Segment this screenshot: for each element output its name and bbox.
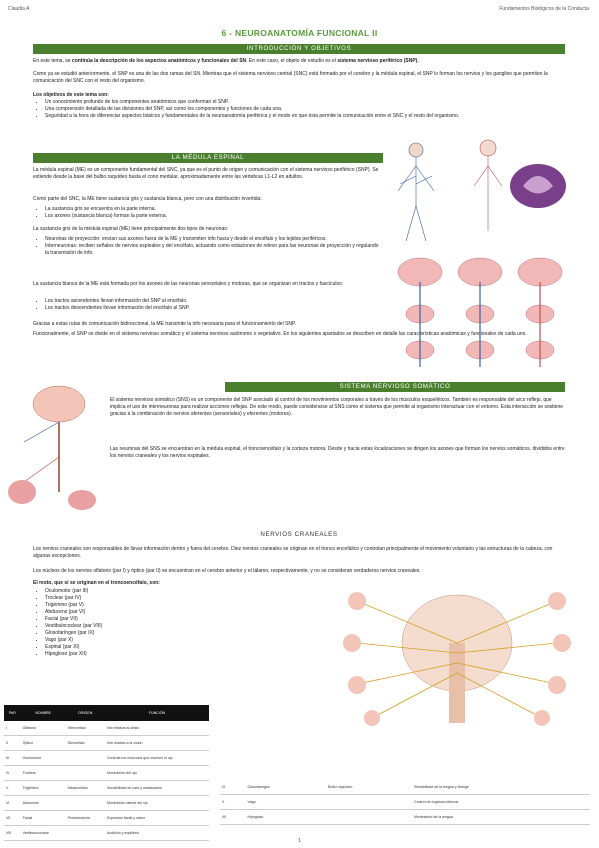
medula-paragraph-2: Como parte del SNC, la ME tiene sustanci… — [33, 196, 262, 202]
medula-paragraph-3: La sustancia gris de la médula espinal (… — [33, 226, 229, 232]
list-item: Facial (par VII) — [45, 616, 233, 623]
column-header: ORIGEN — [65, 705, 105, 721]
intro-paragraph-1: En este tema, se continúa la descripción… — [33, 58, 419, 64]
nervios-paragraph-2: Los núcleos de los nervios olfatorio (pa… — [33, 568, 421, 574]
list-item: Un conocimiento profundo de los componen… — [45, 99, 565, 106]
column-header: FUNCIÓN — [104, 705, 209, 721]
nervous-system-illustration — [388, 136, 568, 246]
list-item: Los tractos descendentes llevan informac… — [45, 305, 383, 312]
cranial-nerves-list: Oculomotor (par III) Troclear (par IV) T… — [33, 588, 233, 658]
list-item: Los axones (sustancia blanca) forman la … — [45, 213, 383, 220]
list-item: Abducens (par VI) — [45, 609, 233, 616]
column-header: NOMBRE — [20, 705, 66, 721]
header-author: Claudia A — [8, 6, 30, 12]
list-item: Vestibulococlear (par VIII) — [45, 623, 233, 630]
spinal-tracts-illustration — [397, 257, 563, 367]
section-nervios-header: NERVIOS CRANEALES — [33, 530, 565, 540]
medula-list-3: Los tractos ascendentes llevan informaci… — [33, 298, 383, 312]
column-header: PAR — [4, 705, 21, 721]
sns-paragraph-1: El sistema nervioso somático (SNS) es un… — [110, 397, 564, 417]
medula-list-2: Neuronas de proyección: envían sus axone… — [33, 236, 383, 257]
medula-list-1: La sustancia gris se encuentra en la par… — [33, 206, 383, 220]
nervios-paragraph-1: Los nervios craneales son responsables d… — [33, 546, 553, 559]
list-item: La sustancia gris se encuentra en la par… — [45, 206, 383, 213]
sns-paragraph-2: Las neuronas del SNS se encuentran en la… — [110, 446, 565, 459]
list-item: Neuronas de proyección: envían sus axone… — [45, 236, 383, 243]
list-item: Interneuronas: reciben señales de nervio… — [45, 243, 383, 257]
list-item: Hipogloso (par XII) — [45, 651, 233, 658]
list-item: Seguridad a la hora de diferenciar aspec… — [45, 113, 565, 120]
medula-paragraph-5: Gracias a estas rutas de comunicación bi… — [33, 321, 297, 327]
medula-paragraph-1: La médula espinal (ME) es un componente … — [33, 167, 379, 180]
list-item: Trigémino (par V) — [45, 602, 233, 609]
intro-paragraph-2: Como ya se estudió anteriormente, el SNP… — [33, 71, 548, 84]
nervios-paragraph-3: El resto, que sí se originan en el tronc… — [33, 580, 160, 586]
section-sns-header: SISTEMA NERVIOSO SOMÁTICO — [225, 382, 565, 392]
objectives-list: Un conocimiento profundo de los componen… — [33, 99, 565, 120]
medula-paragraph-4: La sustancia blanca de la ME está formad… — [33, 281, 344, 287]
list-item: Espinal (par XI) — [45, 644, 233, 651]
list-item: Una comprensión detallada de las divisio… — [45, 106, 565, 113]
objectives-title: Los objetivos de este tema son: — [33, 92, 109, 98]
list-item: Los tractos ascendentes llevan informaci… — [45, 298, 383, 305]
list-item: Vago (par X) — [45, 637, 233, 644]
list-item: Oculomotor (par III) — [45, 588, 233, 595]
list-item: Troclear (par IV) — [45, 595, 233, 602]
table-header-row: PAR NOMBRE ORIGEN FUNCIÓN — [4, 705, 209, 721]
list-item: Glosofaríngeo (par IX) — [45, 630, 233, 637]
medula-paragraph-6: Funcionalmente, el SNP se divide en el s… — [33, 331, 527, 337]
section-intro-header: INTRODUCCIÓN Y OBJETIVOS — [33, 44, 565, 54]
cranial-nerves-illustration — [343, 592, 571, 726]
page-title: 6 - NEUROANATOMÍA FUNCIONAL II — [221, 28, 378, 38]
somatic-system-illustration — [8, 385, 96, 510]
page-number: 1 — [298, 838, 301, 844]
section-medula-header: LA MÉDULA ESPINAL — [33, 153, 383, 163]
header-course: Fundamentos Biológicos de la Conducta — [499, 6, 589, 12]
